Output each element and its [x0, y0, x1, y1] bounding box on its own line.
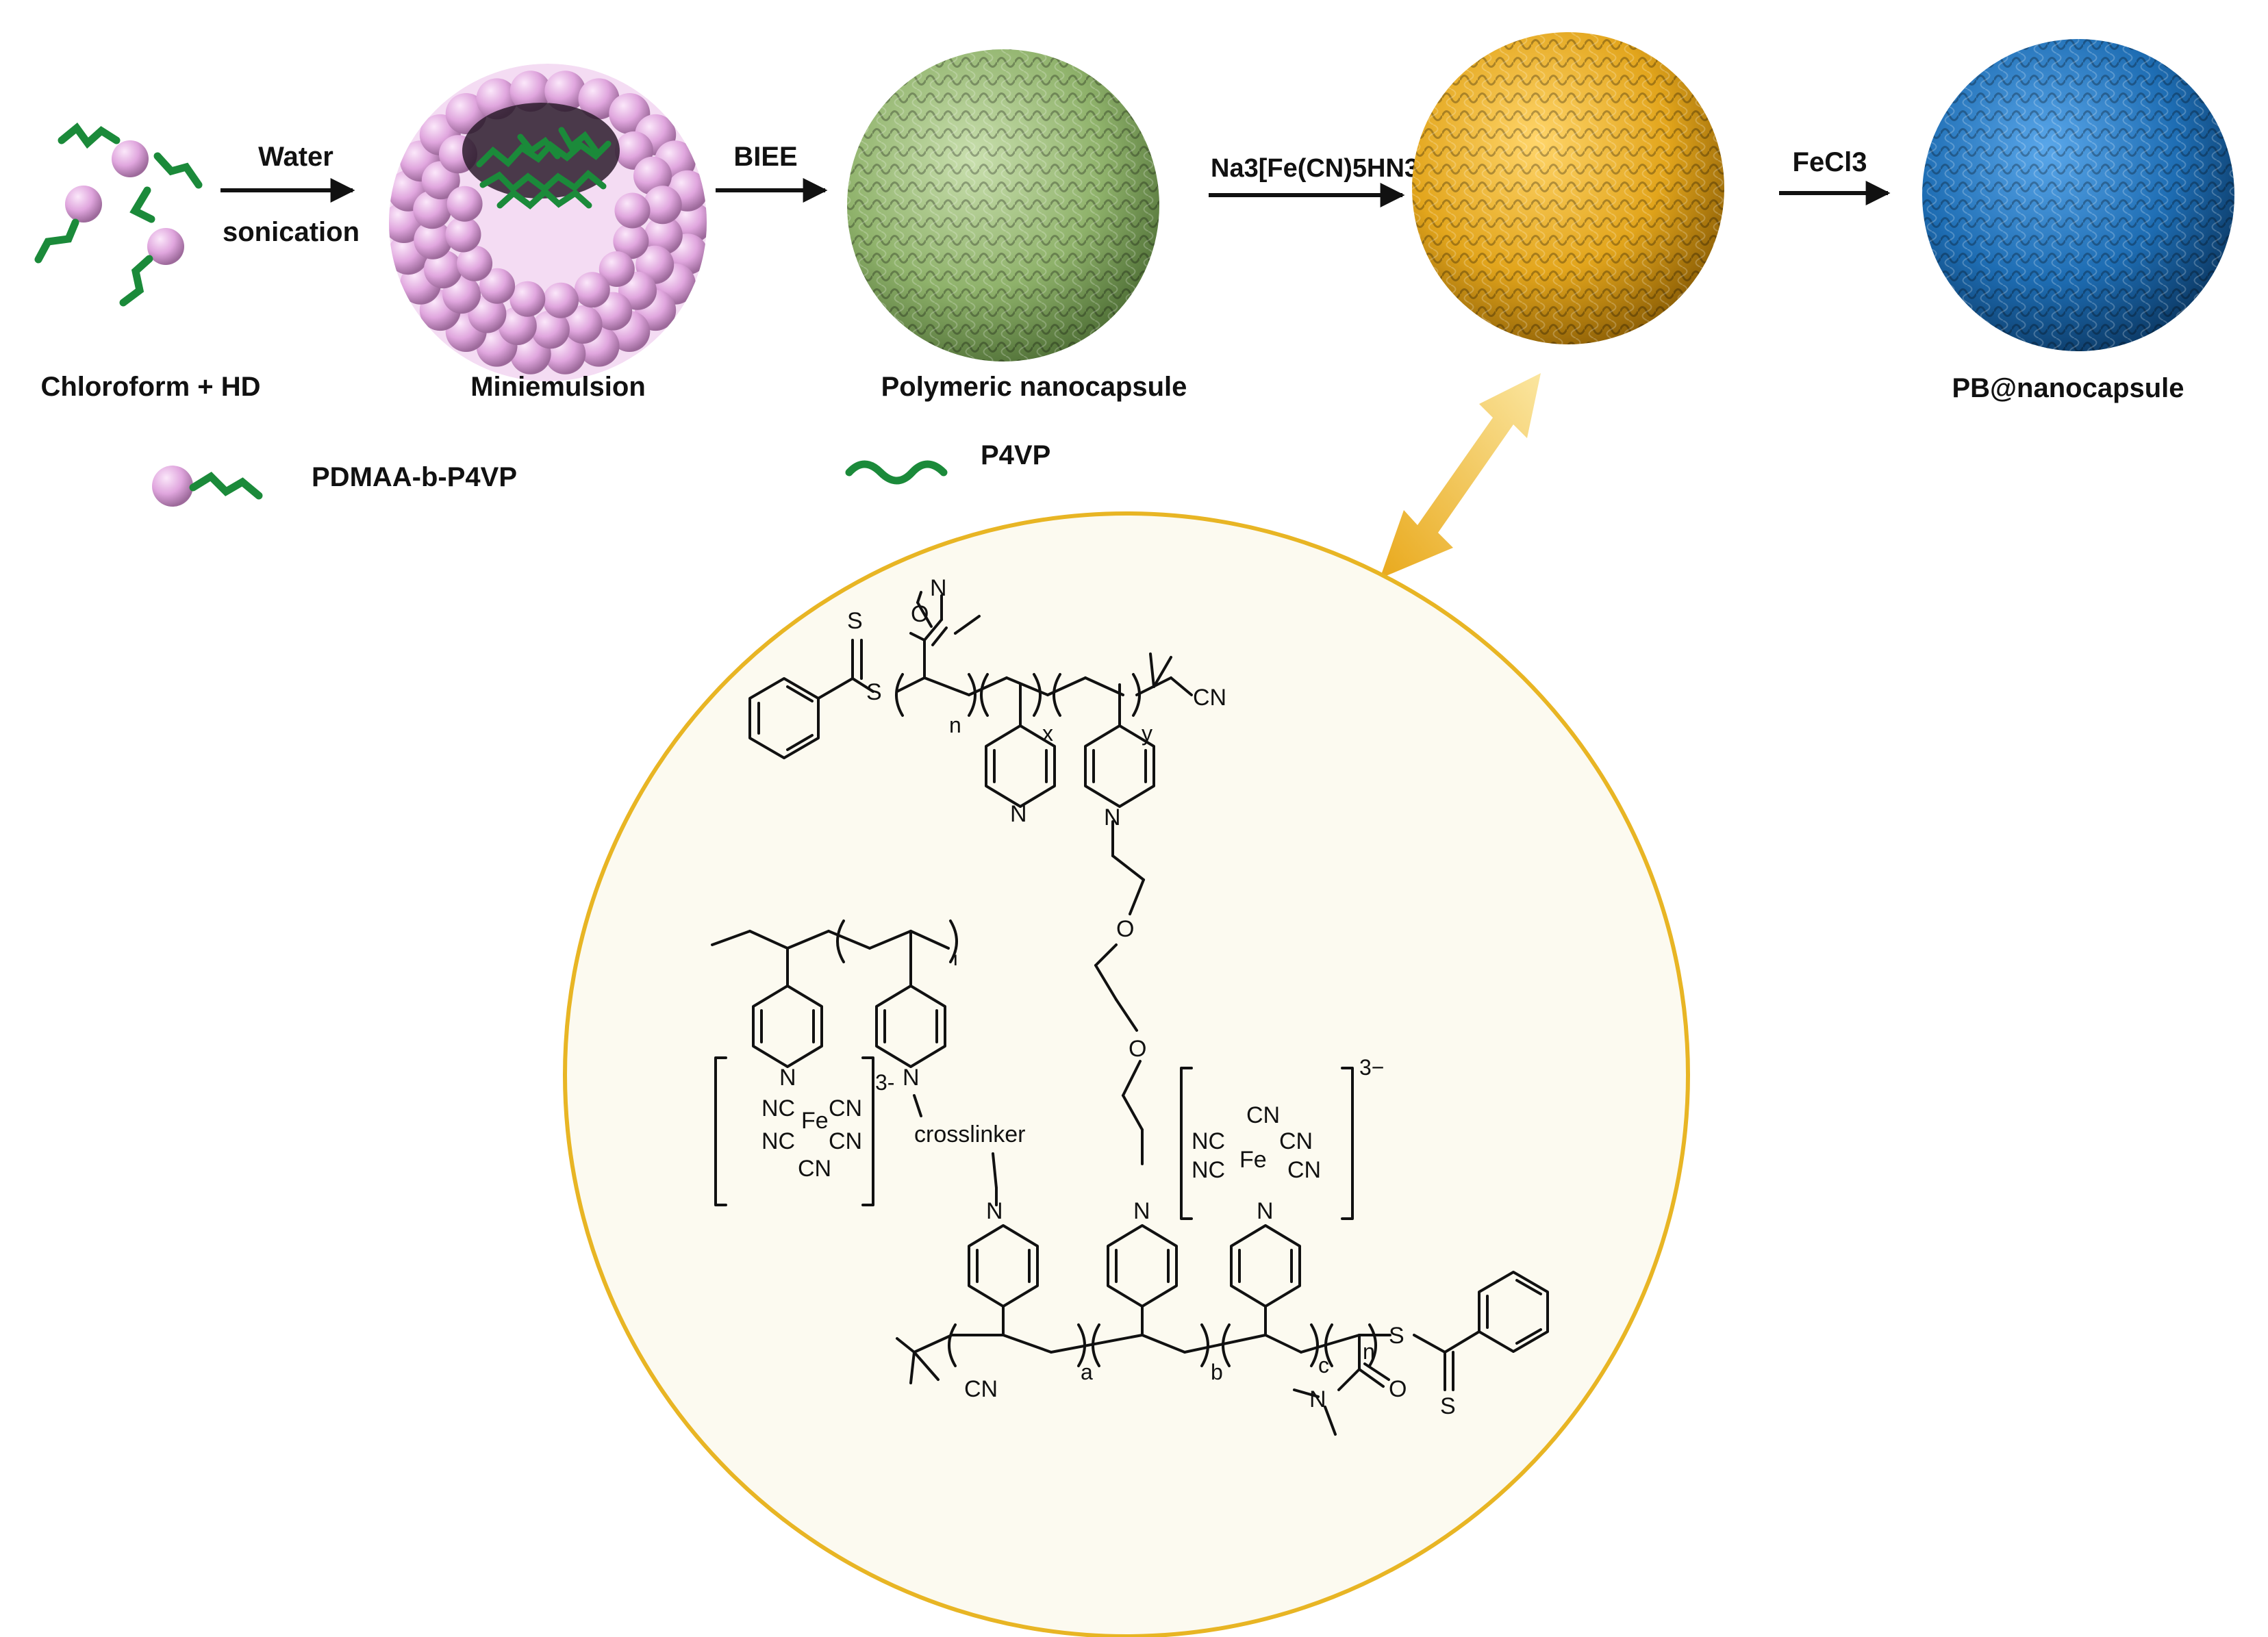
micelle-bead [633, 156, 672, 195]
arrow-label-sonication: sonication [223, 217, 360, 247]
atom-n-amide: N [930, 575, 947, 601]
label-chloroform-hd: Chloroform + HD [40, 372, 260, 402]
atom-fe-left: Fe [801, 1108, 829, 1134]
subscript-i: i [953, 948, 958, 970]
micelle-bead [446, 186, 483, 222]
label-crosslinker: crosslinker [914, 1121, 1025, 1147]
micelle-bead [643, 186, 682, 225]
atom-s-link: S [866, 679, 882, 705]
atom-o-bottom: O [1389, 1376, 1407, 1402]
micelle-bead [414, 220, 453, 259]
arrow-label-biee: BIEE [733, 142, 797, 172]
micelle-bead [613, 223, 649, 259]
legend-label-copolymer: PDMAA-b-P4VP [312, 462, 517, 492]
atom-n-pyridine-top: N [1010, 801, 1027, 827]
fe-loaded-nanocapsule-sphere [1412, 32, 1724, 344]
bottom-chain [896, 1186, 1549, 1436]
atom-cn-top: CN [1193, 685, 1226, 711]
chemical-structure: S S O N n x y CN N N O O [711, 575, 1549, 1436]
micelle-bead [413, 190, 452, 229]
atom-nc-left-2: NC [761, 1128, 795, 1154]
atom-cn-left-1: CN [829, 1095, 862, 1121]
micelle-bead [644, 216, 683, 255]
micelle-bead [614, 192, 651, 229]
molecule-4 [119, 186, 184, 307]
molecule-2 [153, 152, 203, 189]
micelle-bead [574, 272, 610, 308]
right-fe-complex [1180, 1067, 1354, 1220]
atom-o-linker-1: O [1116, 916, 1134, 942]
micelle-bead [578, 78, 620, 120]
micelle-bead [598, 251, 635, 287]
atom-n-pyridinium-top: N [1104, 804, 1121, 830]
atom-cn-right-3: CN [1287, 1157, 1321, 1183]
atom-nc-right-2: NC [1192, 1157, 1225, 1183]
atom-cn-right-2: CN [1279, 1128, 1313, 1154]
atom-cn-bottom: CN [964, 1376, 998, 1402]
micelle-bead [531, 310, 570, 349]
atom-cn-right-1: CN [1246, 1102, 1280, 1128]
micelle-bead [479, 268, 516, 304]
label-polymeric-nanocapsule: Polymeric nanocapsule [881, 372, 1187, 402]
miniemulsion-droplet [389, 64, 707, 381]
molecule-1 [58, 123, 149, 177]
atom-n-bottom-amide: N [1309, 1386, 1326, 1412]
label-pb-nanocapsule: PB@nanocapsule [1952, 373, 2184, 403]
atom-s-bottom-thione: S [1440, 1393, 1456, 1419]
legend-label-p4vp: P4VP [981, 440, 1050, 470]
micelle-bead [509, 281, 546, 317]
atom-nc-right-1: NC [1192, 1128, 1225, 1154]
legend-copolymer-icon [152, 466, 263, 507]
subscript-b: b [1211, 1360, 1223, 1384]
subscript-n-bottom: n [1363, 1339, 1375, 1364]
atom-cn-left-2: CN [829, 1128, 862, 1154]
top-chain [748, 591, 1193, 1165]
atom-s-bottom-link: S [1389, 1323, 1404, 1349]
arrow-label-water: Water [258, 142, 333, 172]
arrow-label-fecl3: FeCl3 [1793, 147, 1867, 177]
atom-cn-left-3: CN [798, 1156, 831, 1182]
subscript-y: y [1142, 721, 1152, 746]
micelle-bead [424, 250, 462, 289]
atom-nc-left-1: NC [761, 1095, 795, 1121]
molecule-3 [34, 186, 102, 264]
atom-n-bottom-3: N [1257, 1198, 1274, 1224]
atom-n-bottom-1: N [986, 1198, 1003, 1224]
micelle-bead [564, 305, 603, 344]
micelle-bead [544, 71, 586, 112]
atom-fe-right: Fe [1239, 1147, 1267, 1173]
atom-n-left-2: N [903, 1065, 920, 1091]
pb-nanocapsule-sphere [1922, 39, 2234, 351]
atom-n-bottom-2: N [1133, 1198, 1150, 1224]
arrow-label-reagent: Na3[Fe(CN)5HN3] [1211, 154, 1428, 183]
atom-o-amide: O [911, 601, 929, 627]
label-miniemulsion: Miniemulsion [470, 372, 646, 402]
polymeric-nanocapsule-sphere [847, 49, 1159, 361]
atom-n-left-1: N [779, 1065, 796, 1091]
micelle-bead [509, 71, 551, 112]
subscript-a: a [1081, 1360, 1093, 1384]
zoom-double-arrow [1380, 373, 1541, 579]
subscript-x: x [1042, 721, 1053, 746]
left-fragment [711, 919, 998, 1206]
atom-s-thione: S [847, 608, 863, 634]
inner-p4vp-chains [476, 127, 612, 210]
micelle-bead [543, 282, 579, 318]
subscript-n-top: n [949, 713, 961, 737]
legend-p4vp-icon [845, 460, 948, 485]
micelle-bead [445, 216, 481, 253]
copolymer-molecules [34, 123, 203, 307]
charge-label-right: 3− [1359, 1055, 1384, 1080]
charge-label-left: 3- [875, 1070, 894, 1095]
subscript-c: c [1318, 1353, 1329, 1378]
micelle-bead [457, 245, 493, 281]
atom-o-linker-2: O [1129, 1036, 1146, 1062]
zoom-circle [563, 511, 1690, 1637]
